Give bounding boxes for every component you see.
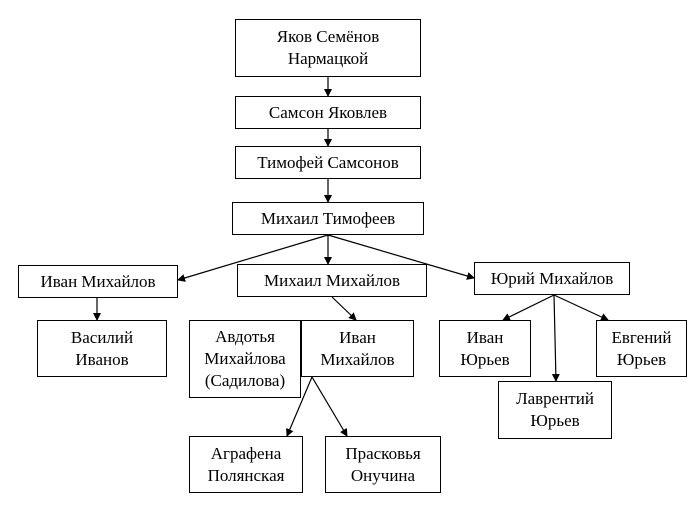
node-ivan-mikhailov-2: Иван Михайлов xyxy=(301,320,414,377)
node-ivan-yuryev: Иван Юрьев xyxy=(439,320,531,377)
node-ivan-mikhailov: Иван Михайлов xyxy=(18,265,178,298)
node-praskovya-onuchina: Прасковья Онучина xyxy=(325,436,441,493)
node-timofey-samsonov: Тимофей Самсонов xyxy=(235,146,421,179)
node-avdotya-mikhailova: Авдотья Михайлова (Садилова) xyxy=(189,320,301,398)
edge-mikhail_t-to-yuri_m xyxy=(327,234,475,280)
node-samson-yakovlev: Самсон Яковлев xyxy=(235,96,421,129)
edge-mikhail_t-to-ivan_m xyxy=(177,234,329,282)
node-evgeny-yuryev: Евгений Юрьев xyxy=(596,320,687,377)
node-agrafena-polyanskaya: Аграфена Полянская xyxy=(189,436,303,493)
node-lavrenty-yuryev: Лаврентий Юрьев xyxy=(498,381,612,439)
node-yakov-semenov-narmatskoy: Яков Семёнов Нармацкой xyxy=(235,19,421,77)
node-mikhail-timofeev: Михаил Тимофеев xyxy=(232,202,424,235)
node-vasily-ivanov: Василий Иванов xyxy=(37,320,167,377)
edge-mikhail_m-to-ivan_m2 xyxy=(331,296,357,321)
edge-ivan_m2-to-agrafena xyxy=(286,376,313,437)
node-yuri-mikhailov: Юрий Михайлов xyxy=(474,262,630,295)
edge-yuri_m-to-lavrenty xyxy=(551,294,560,382)
edge-yuri_m-to-evgeny xyxy=(553,294,609,321)
edge-yuri_m-to-ivan_yu xyxy=(502,294,555,321)
edge-ivan_m2-to-praskovya xyxy=(311,376,348,437)
node-mikhail-mikhailov: Михаил Михайлов xyxy=(237,264,427,297)
